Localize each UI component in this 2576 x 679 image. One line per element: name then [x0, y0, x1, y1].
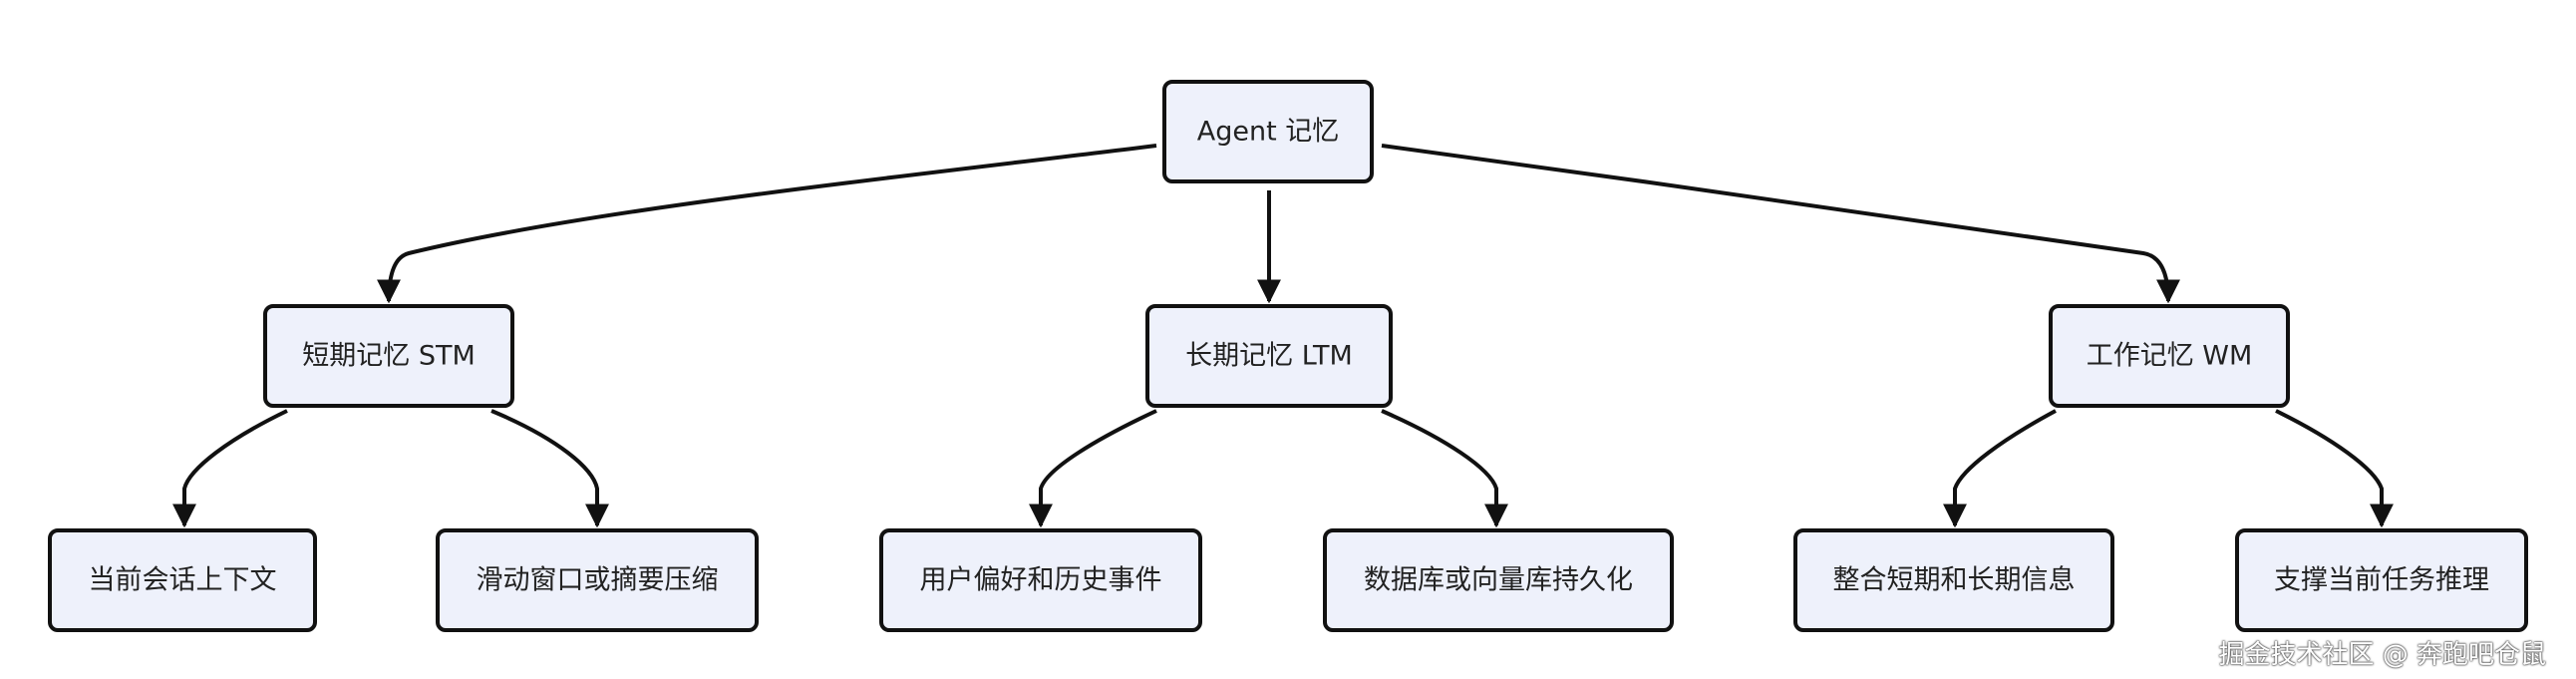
node-wm-integrate-label: 整合短期和长期信息	[1833, 565, 2076, 596]
node-ltm-preference: 用户偏好和历史事件	[879, 528, 1202, 632]
node-wm-support-label: 支撑当前任务推理	[2274, 565, 2489, 596]
node-stm: 短期记忆 STM	[263, 304, 514, 408]
edge-stm-context	[172, 409, 288, 528]
node-ltm-label: 长期记忆 LTM	[1185, 341, 1353, 372]
watermark: 掘金技术社区 @ 奔跑吧仓鼠	[2218, 640, 2546, 670]
node-root: Agent 记忆	[1162, 80, 1374, 183]
edges	[172, 144, 2394, 528]
edge-root-stm	[377, 144, 1157, 304]
node-root-label: Agent 记忆	[1197, 117, 1340, 148]
edge-wm-support	[2275, 409, 2394, 528]
node-wm-integrate: 整合短期和长期信息	[1793, 528, 2114, 632]
node-wm-label: 工作记忆 WM	[2087, 341, 2253, 372]
node-stm-context-label: 当前会话上下文	[89, 565, 277, 596]
node-ltm: 长期记忆 LTM	[1145, 304, 1393, 408]
node-ltm-preference-label: 用户偏好和历史事件	[920, 565, 1162, 596]
edge-stm-window	[490, 409, 609, 528]
node-stm-window-label: 滑动窗口或摘要压缩	[477, 565, 719, 596]
node-ltm-storage: 数据库或向量库持久化	[1323, 528, 1674, 632]
edge-wm-integrate	[1943, 409, 2057, 528]
node-wm-support: 支撑当前任务推理	[2235, 528, 2528, 632]
node-stm-context: 当前会话上下文	[48, 528, 317, 632]
node-stm-window: 滑动窗口或摘要压缩	[436, 528, 759, 632]
node-wm: 工作记忆 WM	[2049, 304, 2290, 408]
edge-ltm-preference	[1029, 409, 1157, 528]
node-stm-label: 短期记忆 STM	[302, 341, 476, 372]
edge-root-wm	[1381, 144, 2180, 304]
node-ltm-storage-label: 数据库或向量库持久化	[1364, 565, 1633, 596]
edge-ltm-storage	[1381, 409, 1508, 528]
